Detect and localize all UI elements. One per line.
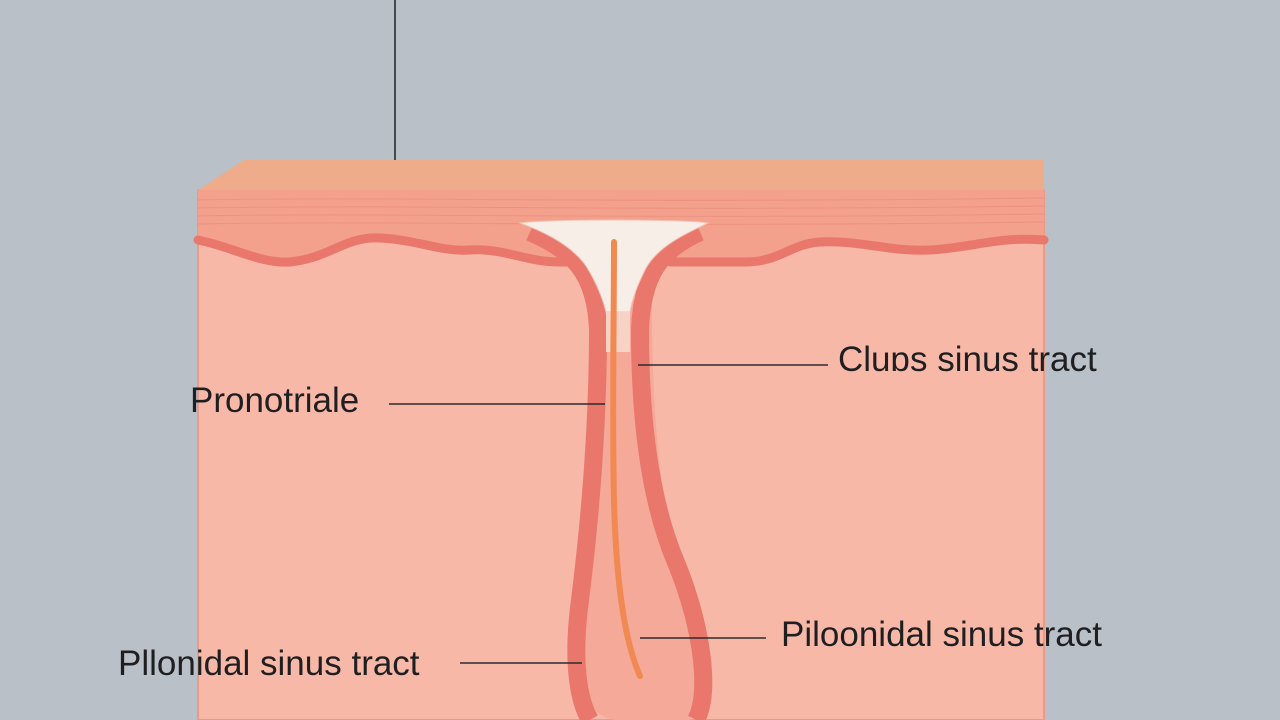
label-pilonidal-sinus-tract-left: Pllonidal sinus tract	[118, 644, 420, 683]
epidermis-striations	[197, 197, 1045, 225]
basement-wave	[193, 233, 1049, 267]
label-clubs-sinus-tract: Cluɒs sinus tract	[838, 340, 1097, 379]
hair-shaft	[610, 239, 643, 679]
tract-core	[606, 312, 630, 352]
skin-top-surface	[198, 160, 1044, 190]
sinus-tract-wall-right	[630, 223, 713, 720]
label-pronotriale: Pronotriale	[190, 381, 360, 420]
label-pilonidal-sinus-tract-right: Piloonidal sinus tract	[781, 615, 1102, 654]
sinus-tract-wall-left	[526, 223, 608, 720]
sinus-tract-cavity	[576, 300, 704, 720]
